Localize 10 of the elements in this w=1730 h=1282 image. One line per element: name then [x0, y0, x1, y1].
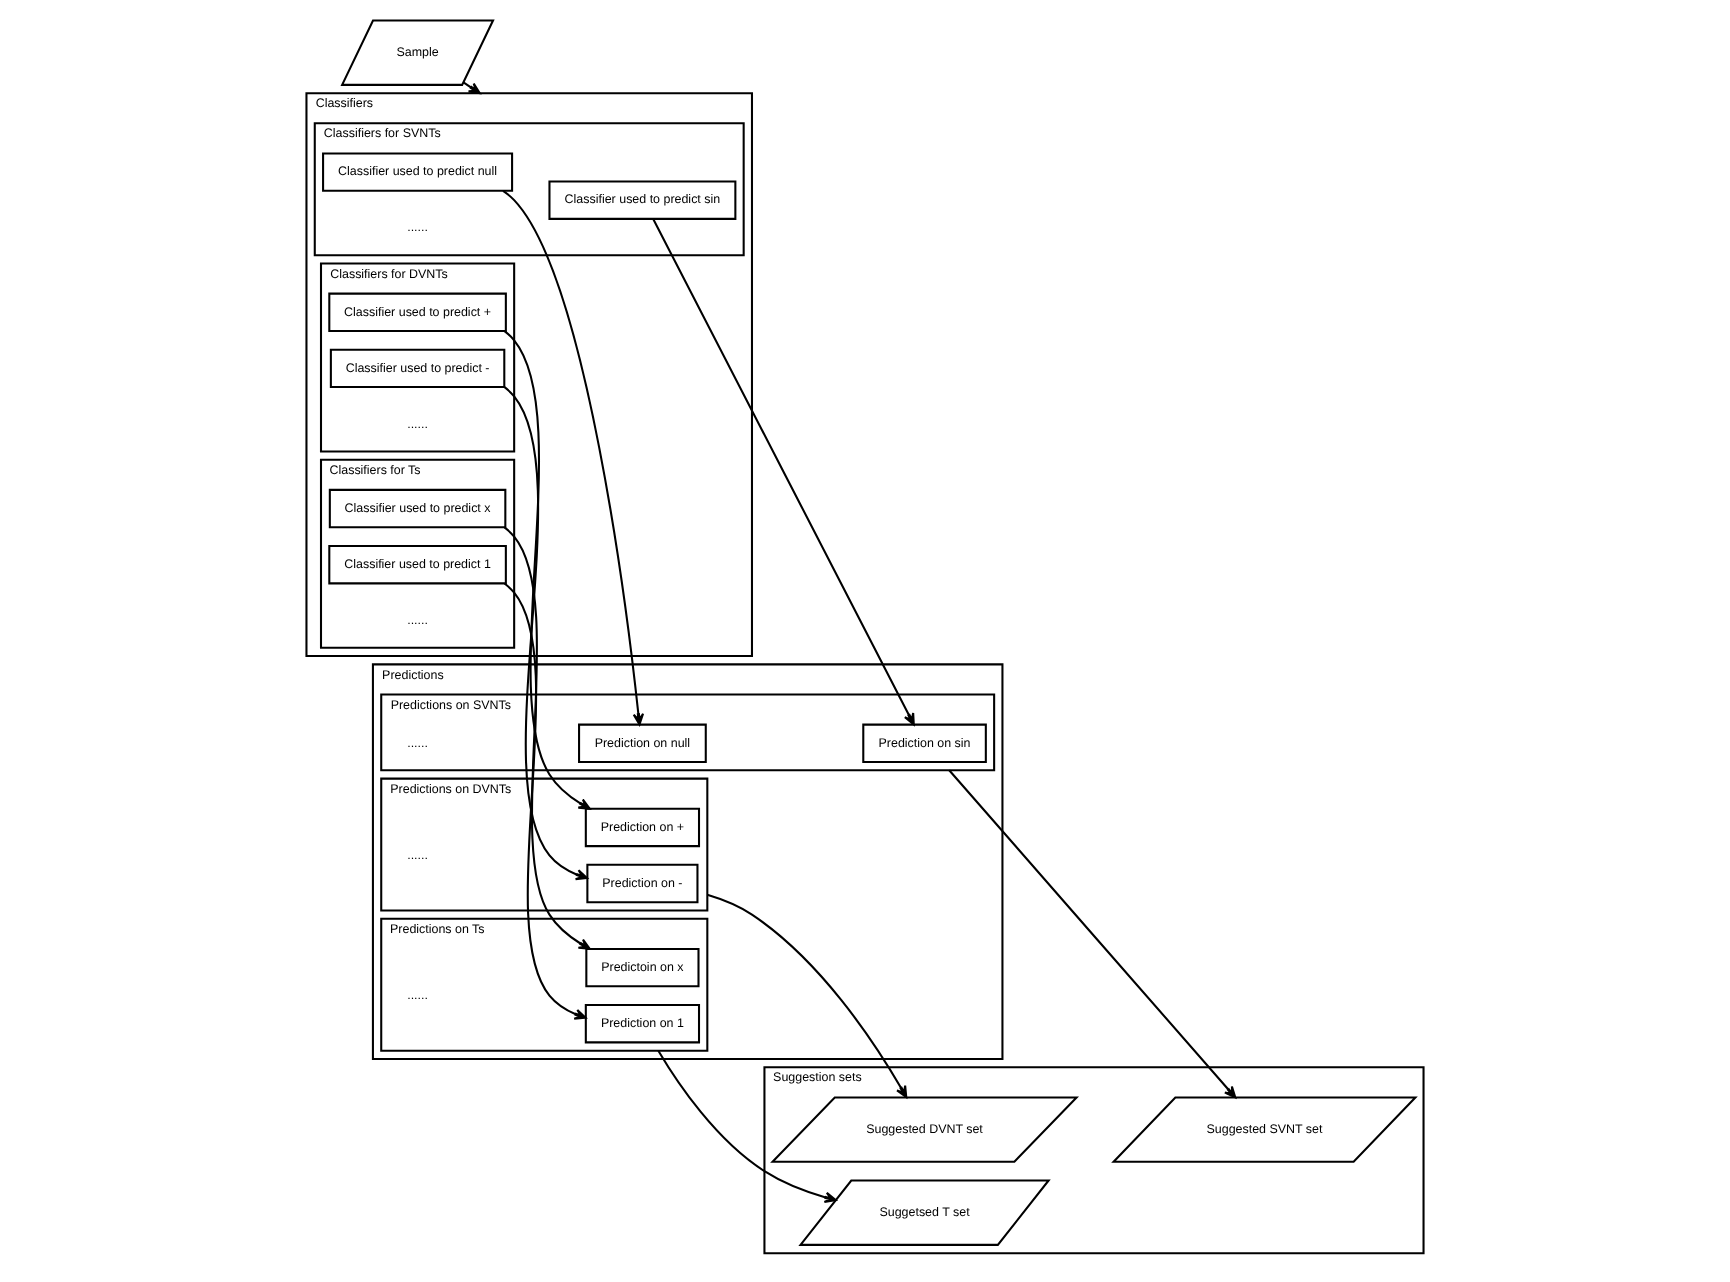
arrow [503, 330, 591, 810]
arrow [502, 190, 645, 726]
arrow [948, 769, 1237, 1099]
arrow [503, 386, 588, 881]
arrow [503, 526, 591, 950]
arrow [462, 81, 481, 95]
arrow [657, 1050, 837, 1203]
arrow [503, 582, 587, 1020]
arrow [652, 218, 915, 726]
arrow [707, 893, 908, 1099]
